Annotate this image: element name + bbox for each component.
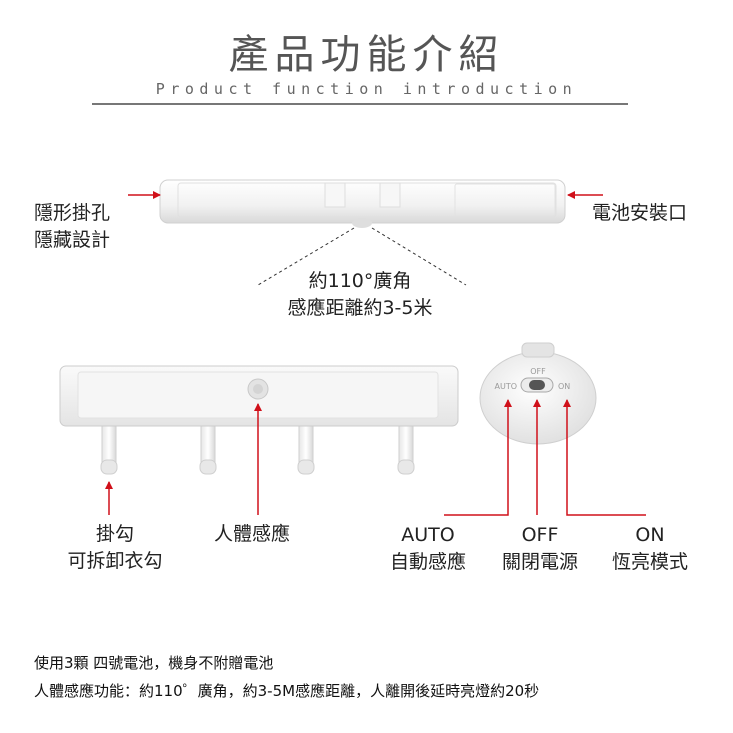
page-subtitle: Product function introduction (155, 80, 578, 98)
sensing-range-label: 約110°廣角 感應距離約3-5米 (287, 270, 433, 319)
hook (397, 419, 415, 475)
arrow-on (563, 399, 646, 516)
arrow-auto (444, 399, 512, 516)
mode-switch-knob[interactable] (529, 380, 545, 390)
sensor-angle-left (257, 227, 355, 286)
hook (199, 419, 217, 475)
title-divider (92, 103, 628, 105)
switch-auto-mark: AUTO (494, 382, 517, 391)
battery-note: 使用3顆 四號電池，機身不附贈電池 (34, 654, 274, 672)
hidden-hole-label: 隱形掛孔 隱藏設計 (34, 202, 111, 251)
hook (100, 419, 118, 475)
light-bar-top-view (159, 179, 566, 228)
hook-label: 掛勾 可拆卸衣勾 (67, 523, 163, 572)
hook (297, 419, 315, 475)
battery-port-label: 電池安裝口 (592, 202, 688, 224)
sensor-angle-right (371, 227, 467, 286)
mode-off-label: OFF 關閉電源 (501, 524, 578, 573)
motion-sensor-label: 人體感應 (214, 523, 291, 545)
switch-off-mark: OFF (530, 367, 546, 376)
mode-auto-label: AUTO 自動感應 (389, 524, 466, 573)
page-title: 產品功能介紹 (228, 32, 505, 78)
sensor-note: 人體感應功能：約110゜廣角，約3-5M感應距離，人離開後延時亮燈約20秒 (34, 682, 540, 700)
switch-on-mark: ON (558, 382, 570, 391)
mode-switch-panel: OFF AUTO ON (479, 342, 597, 445)
mode-on-label: ON 恆亮模式 (611, 524, 688, 573)
light-bar-front-view (59, 365, 459, 475)
